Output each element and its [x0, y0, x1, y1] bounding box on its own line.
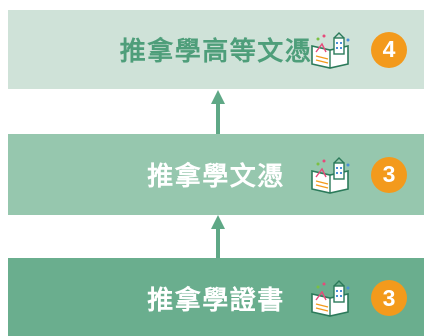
level-badge: 4 — [371, 31, 407, 68]
book-building-icon — [308, 155, 352, 195]
book-building-icon — [308, 278, 352, 318]
arrow-up-icon — [211, 90, 225, 134]
level-box-diploma: 推拿學文憑 3 — [8, 134, 424, 215]
arrow-up-icon — [211, 215, 225, 258]
level-box-certificate: 推拿學證書 3 — [8, 258, 424, 336]
level-badge: 3 — [371, 156, 407, 193]
level-title: 推拿學高等文憑 — [119, 37, 313, 67]
level-title: 推拿學證書 — [147, 285, 285, 316]
level-box-higher-diploma: 推拿學高等文憑 4 — [8, 10, 424, 89]
level-badge: 3 — [371, 280, 407, 316]
level-title: 推拿學文憑 — [147, 162, 285, 192]
book-building-icon — [308, 30, 352, 70]
